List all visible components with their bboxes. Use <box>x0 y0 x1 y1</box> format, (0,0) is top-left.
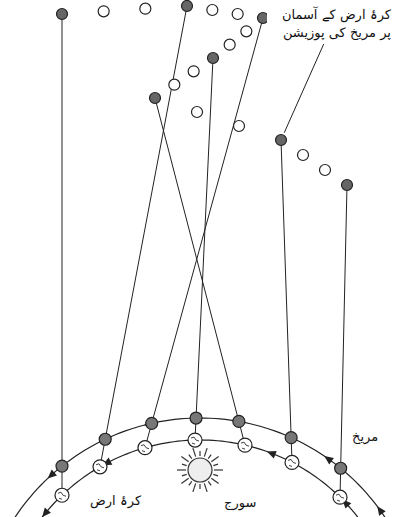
earth-marker <box>238 438 252 452</box>
mars-marker <box>99 433 111 445</box>
sky-position <box>298 150 309 161</box>
sky-position-marked <box>342 180 353 191</box>
sun-label: سورج <box>222 494 258 512</box>
sky-position <box>140 3 151 14</box>
orbit-arrow <box>377 506 385 516</box>
mars-label: مریخ <box>350 428 380 446</box>
sky-position <box>188 66 199 77</box>
earth-marker <box>55 488 69 502</box>
sky-position <box>224 39 235 50</box>
sky-position <box>234 121 245 132</box>
sky-position-marked <box>150 93 161 104</box>
orbit-arrow <box>324 456 334 464</box>
mars-marker <box>335 462 347 474</box>
mars-marker <box>146 417 158 429</box>
sky-position <box>241 26 252 37</box>
sky-position-marked <box>57 9 68 20</box>
sky-position-marked <box>182 1 193 12</box>
earth-marker <box>285 455 299 469</box>
sky-position <box>98 6 109 17</box>
sky-position <box>169 79 180 90</box>
leader-line <box>284 44 323 133</box>
sky-position <box>232 9 243 20</box>
sight-line <box>155 98 245 445</box>
mars-marker <box>190 412 202 424</box>
sky-position <box>192 107 203 118</box>
earth-orbit <box>6 440 394 517</box>
earth-marker <box>333 490 347 504</box>
sky-position <box>207 5 218 16</box>
mars-marker <box>233 415 245 427</box>
sight-line <box>62 14 63 495</box>
sight-line <box>281 140 292 462</box>
earth-label: کرۂ ارض <box>88 492 143 510</box>
sight-line <box>340 185 347 497</box>
sky-position-label: کرۂ ارض کے آسمان پر مریخ کی پوزیشن <box>267 6 393 41</box>
sight-line <box>145 18 263 448</box>
earth-marker <box>138 441 152 455</box>
earth-marker <box>188 433 202 447</box>
sun <box>177 448 223 492</box>
mars-orbit <box>0 418 399 517</box>
sky-position <box>320 165 331 176</box>
mars-marker <box>285 432 297 444</box>
mars-marker <box>56 460 68 472</box>
orbit-arrow <box>42 508 51 517</box>
orbit-arrow <box>48 469 57 478</box>
earth-marker <box>93 460 107 474</box>
orbit-arrow <box>267 451 277 458</box>
sight-line <box>100 6 187 467</box>
sky-position-marked <box>276 135 287 146</box>
sky-position-marked <box>208 53 219 64</box>
